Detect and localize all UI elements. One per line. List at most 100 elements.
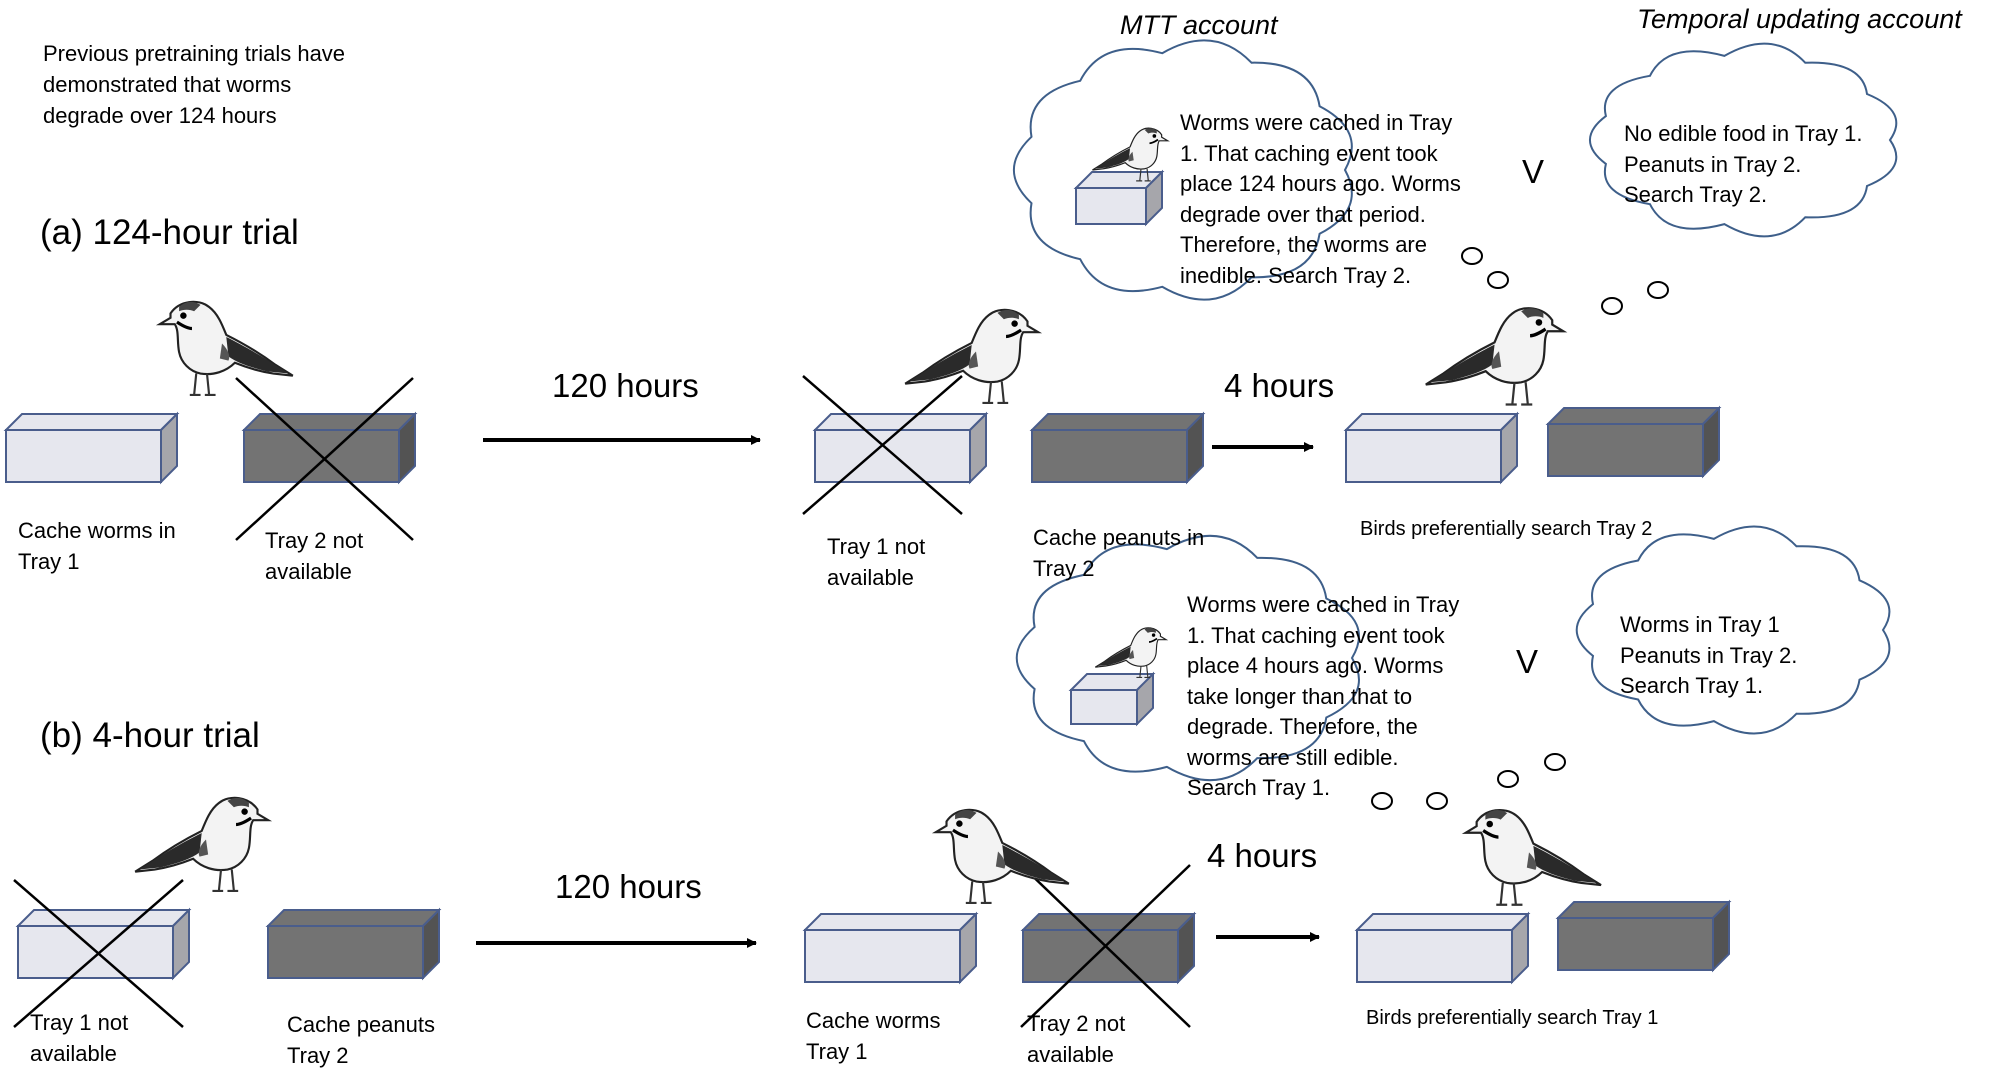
thought-line: Peanuts in Tray 2.: [1624, 151, 1802, 177]
trial-a-result: Birds preferentially search Tray 2: [1360, 518, 1653, 540]
label-line: Tray 1 not: [30, 1010, 129, 1035]
trial-a-tray2-c-front: [1547, 423, 1704, 477]
trial-b-tray2-b-front: [1022, 929, 1179, 983]
trial-b-tray2-label: Cache peanuts Tray 2: [287, 1009, 435, 1071]
trial-b-tray1-cross: [13, 879, 184, 1028]
thought-dot: [1371, 792, 1393, 810]
trial-b-tray1-c-top: [1354, 913, 1531, 931]
trial-b-cloud-tray-front: [1070, 689, 1138, 725]
thought-line: Worms were cached in Tray: [1187, 592, 1460, 617]
thought-line: Search Tray 2.: [1624, 182, 1768, 207]
label-line: Tray 1: [806, 1039, 868, 1064]
trial-a-interval-1: 120 hours: [552, 367, 699, 404]
thought-line: take longer than that to: [1187, 683, 1413, 709]
thought-dot: [1647, 281, 1669, 299]
trial-a-tray1-unavailable: Tray 1 not available: [827, 531, 925, 593]
trial-a-versus: V: [1522, 153, 1545, 190]
label-line: Tray 1: [18, 549, 80, 574]
label-line: Cache peanuts in: [1033, 525, 1205, 550]
trial-a-cache-peanuts: Cache peanuts in Tray 2: [1033, 522, 1204, 584]
label-line: Tray 2 not: [265, 528, 364, 553]
trial-b-tray1-b-front: [804, 929, 961, 983]
intro-line: Previous pretraining trials have: [43, 41, 346, 66]
trial-a-tray2-front: [243, 429, 400, 483]
label-line: Cache peanuts: [287, 1012, 435, 1037]
trial-b-bird-3: [1464, 808, 1603, 907]
trial-a-tray1-b-front: [814, 429, 971, 483]
trial-a-title: (a) 124-hour trial: [40, 213, 299, 252]
trial-b-result: Birds preferentially search Tray 1: [1366, 1007, 1659, 1029]
trial-a-mtt-thought: Worms were cached in Tray 1. That cachin…: [1180, 108, 1461, 291]
label-line: available: [265, 559, 352, 584]
thought-line: degrade over that period.: [1180, 201, 1426, 227]
thought-line: Search Tray 1.: [1620, 673, 1764, 698]
trial-a-mtt-cloud: [1012, 39, 1353, 301]
thought-line: 1. That caching event took: [1187, 622, 1445, 648]
trial-a-cloud-tray-front: [1075, 187, 1147, 225]
trial-b-versus: V: [1516, 643, 1539, 680]
trial-b-tray1-b-top: [802, 913, 979, 931]
thought-line: Peanuts in Tray 2.: [1620, 642, 1798, 668]
label-line: available: [1027, 1042, 1114, 1067]
thought-dot: [1426, 792, 1448, 810]
trial-b-tray1-top: [15, 909, 192, 927]
trial-b-bird-2: [934, 808, 1071, 905]
trial-a-temporal-thought: No edible food in Tray 1. Peanuts in Tra…: [1624, 119, 1862, 211]
trial-b-interval-1: 120 hours: [555, 868, 702, 905]
trial-a-temporal-cloud: [1589, 42, 1898, 238]
intro-note: Previous pretraining trials have demonst…: [43, 38, 345, 131]
thought-line: Worms in Tray 1: [1620, 612, 1780, 637]
label-line: Cache worms: [806, 1008, 941, 1033]
intro-line: demonstrated that worms: [43, 72, 292, 97]
thought-line: No edible food in Tray 1.: [1624, 121, 1863, 146]
trial-a-bird-3: [1424, 306, 1566, 407]
thought-dot: [1461, 247, 1483, 265]
trial-b-mtt-thought: Worms were cached in Tray 1. That cachin…: [1187, 590, 1459, 804]
label-line: Cache worms in: [18, 518, 176, 543]
thought-line: Worms were cached in Tray: [1180, 110, 1453, 135]
trial-a-tray2-label: Tray 2 not available: [265, 525, 363, 587]
trial-b-tray2-cross: [1020, 864, 1191, 1028]
trial-a-bird-1: [158, 300, 295, 397]
trial-b-tray1-label: Tray 1 not available: [30, 1007, 128, 1069]
trial-a-tray1-b-top: [812, 413, 989, 431]
label-line: Tray 2: [287, 1043, 349, 1068]
label-line: available: [30, 1041, 117, 1066]
label-line: available: [827, 565, 914, 590]
thought-line: degrade. Therefore, the: [1187, 714, 1418, 739]
trial-a-tray2-cross: [235, 377, 414, 541]
trial-b-temporal-thought: Worms in Tray 1 Peanuts in Tray 2. Searc…: [1620, 610, 1797, 702]
label-line: Tray 2: [1033, 556, 1095, 581]
thought-dot: [1487, 271, 1509, 289]
trial-b-tray2-front: [267, 925, 424, 979]
trial-b-temporal-cloud: [1575, 525, 1891, 735]
trial-a-tray2-b-top: [1029, 413, 1206, 431]
trial-b-tray2-unavailable: Tray 2 not available: [1027, 1008, 1125, 1070]
trial-b-tray1-c-front: [1356, 929, 1513, 983]
label-line: Tray 2 not: [1027, 1011, 1126, 1036]
trial-a-tray2-c-top: [1545, 407, 1722, 425]
thought-line: Search Tray 1.: [1187, 775, 1331, 800]
thought-line: inedible. Search Tray 2.: [1180, 262, 1412, 288]
heading-temporal: Temporal updating account: [1637, 4, 1962, 34]
trial-b-title: (b) 4-hour trial: [40, 716, 260, 755]
trial-b-tray2-top: [265, 909, 442, 927]
trial-a-interval-2: 4 hours: [1224, 367, 1335, 404]
heading-mtt: MTT account: [1120, 10, 1278, 40]
trial-b-cache-worms: Cache worms Tray 1: [806, 1005, 940, 1067]
trial-b-bird-1: [133, 796, 270, 893]
trial-a-tray2-top: [241, 413, 418, 431]
trial-b-tray2-b-top: [1020, 913, 1197, 931]
trial-b-tray2-c-front: [1557, 917, 1714, 971]
trial-a-tray1-cross: [802, 375, 963, 515]
intro-line: degrade over 124 hours: [43, 103, 277, 128]
trial-a-tray1-front: [5, 429, 162, 483]
trial-b-interval-2: 4 hours: [1207, 837, 1318, 874]
trial-a-tray1-c-front: [1345, 429, 1502, 483]
thought-line: 1. That caching event took: [1180, 140, 1438, 166]
thought-dot: [1497, 770, 1519, 788]
trial-a-bird-2: [903, 308, 1040, 405]
trial-a-tray2-b-front: [1031, 429, 1188, 483]
thought-line: Therefore, the worms are: [1180, 232, 1427, 257]
